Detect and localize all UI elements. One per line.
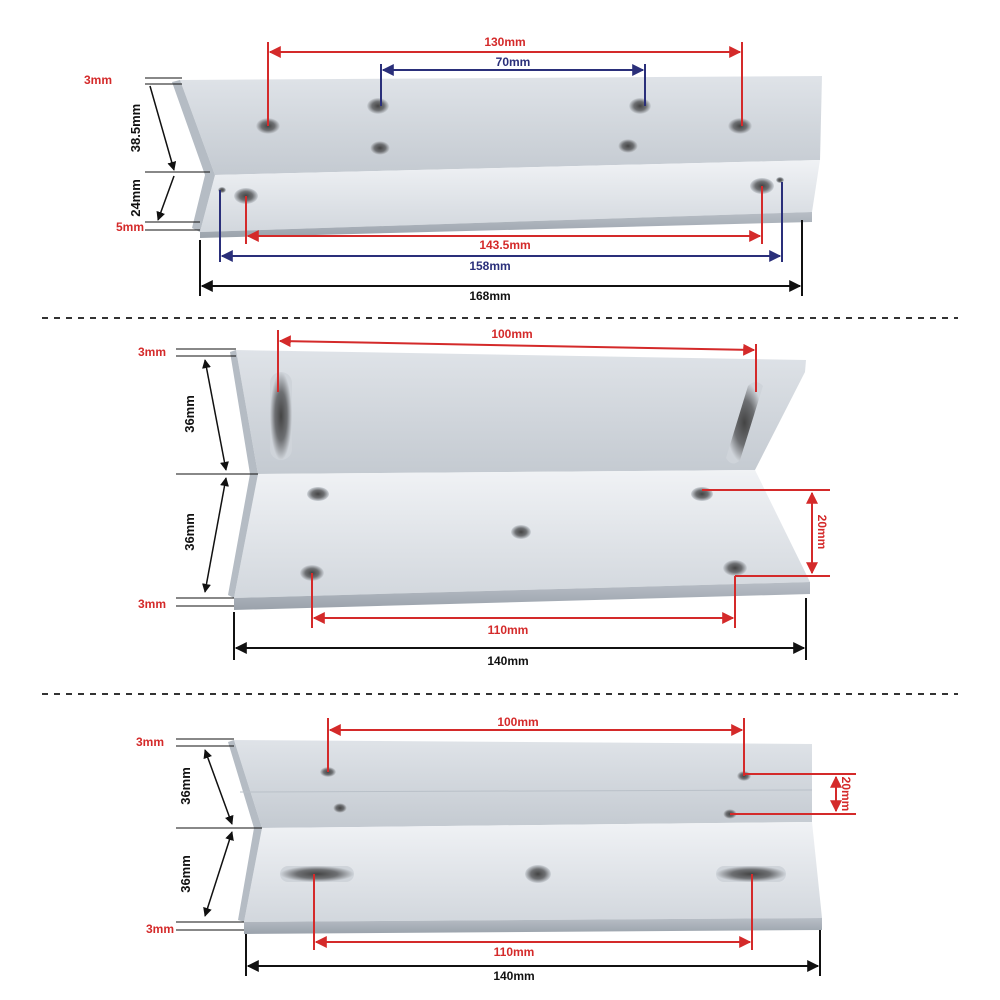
hole	[728, 118, 752, 134]
dim-outer-span: 158mm	[469, 259, 510, 273]
bracket-1-upper-flange	[180, 76, 822, 175]
dim-total-length: 168mm	[469, 289, 510, 303]
hole	[618, 139, 638, 153]
dim-top-slots: 100mm	[491, 327, 532, 341]
hole	[511, 525, 531, 539]
dim-slot-span: 143.5mm	[479, 238, 530, 252]
dim-thickness-top: 3mm	[136, 735, 164, 749]
bracket-1: 130mm 70mm 3mm 38.5mm 24mm 5mm 143.5mm 1…	[84, 35, 822, 303]
hole	[629, 98, 651, 114]
dim-upper-height: 38.5mm	[128, 104, 143, 152]
dim-thickness-top: 3mm	[138, 345, 166, 359]
dim-inner-holes: 70mm	[496, 55, 531, 69]
dim-top-holes: 100mm	[497, 715, 538, 729]
dim-top-holes: 130mm	[484, 35, 525, 49]
slot	[726, 382, 763, 464]
slot	[270, 372, 292, 460]
hole	[776, 177, 784, 183]
hole	[525, 865, 551, 883]
bracket-2: 100mm 3mm 36mm 36mm 3mm 20mm 110mm 140mm	[138, 327, 830, 668]
dim-total-length: 140mm	[493, 969, 534, 983]
bracket-3-side-edge	[228, 740, 262, 922]
bracket-3-front-edge	[244, 918, 822, 934]
dim-lower-height: 36mm	[178, 855, 193, 893]
bracket-3-upper-flange	[234, 740, 812, 828]
dim-thickness-bottom: 3mm	[138, 597, 166, 611]
bracket-2-upper-flange	[236, 350, 806, 474]
dim-upper-height: 36mm	[178, 767, 193, 805]
dim-hole-depth: 20mm	[815, 515, 829, 550]
dim-thickness-bottom: 3mm	[146, 922, 174, 936]
bracket-1-lower-flange	[200, 160, 820, 232]
slot	[280, 866, 354, 882]
dim-upper-height: 36mm	[182, 395, 197, 433]
bracket-3: 100mm 3mm 36mm 36mm 3mm 20mm 110mm 140mm	[136, 715, 856, 983]
hole	[333, 803, 347, 813]
hole	[370, 141, 390, 155]
dim-lower-height: 24mm	[128, 179, 143, 217]
bracket-2-front-edge	[234, 582, 810, 610]
hole	[723, 560, 747, 576]
dim-hole-span: 110mm	[488, 623, 529, 637]
hole	[367, 98, 389, 114]
dim-thickness-bottom: 5mm	[116, 220, 144, 234]
dim-lower-height: 36mm	[182, 513, 197, 551]
hole	[307, 487, 329, 501]
dim-slot-span: 110mm	[494, 945, 535, 959]
bracket-1-side-edge	[172, 80, 215, 232]
dim-thickness-top: 3mm	[84, 73, 112, 87]
dim-total-length: 140mm	[487, 654, 528, 668]
dim-hole-depth: 20mm	[839, 777, 853, 812]
